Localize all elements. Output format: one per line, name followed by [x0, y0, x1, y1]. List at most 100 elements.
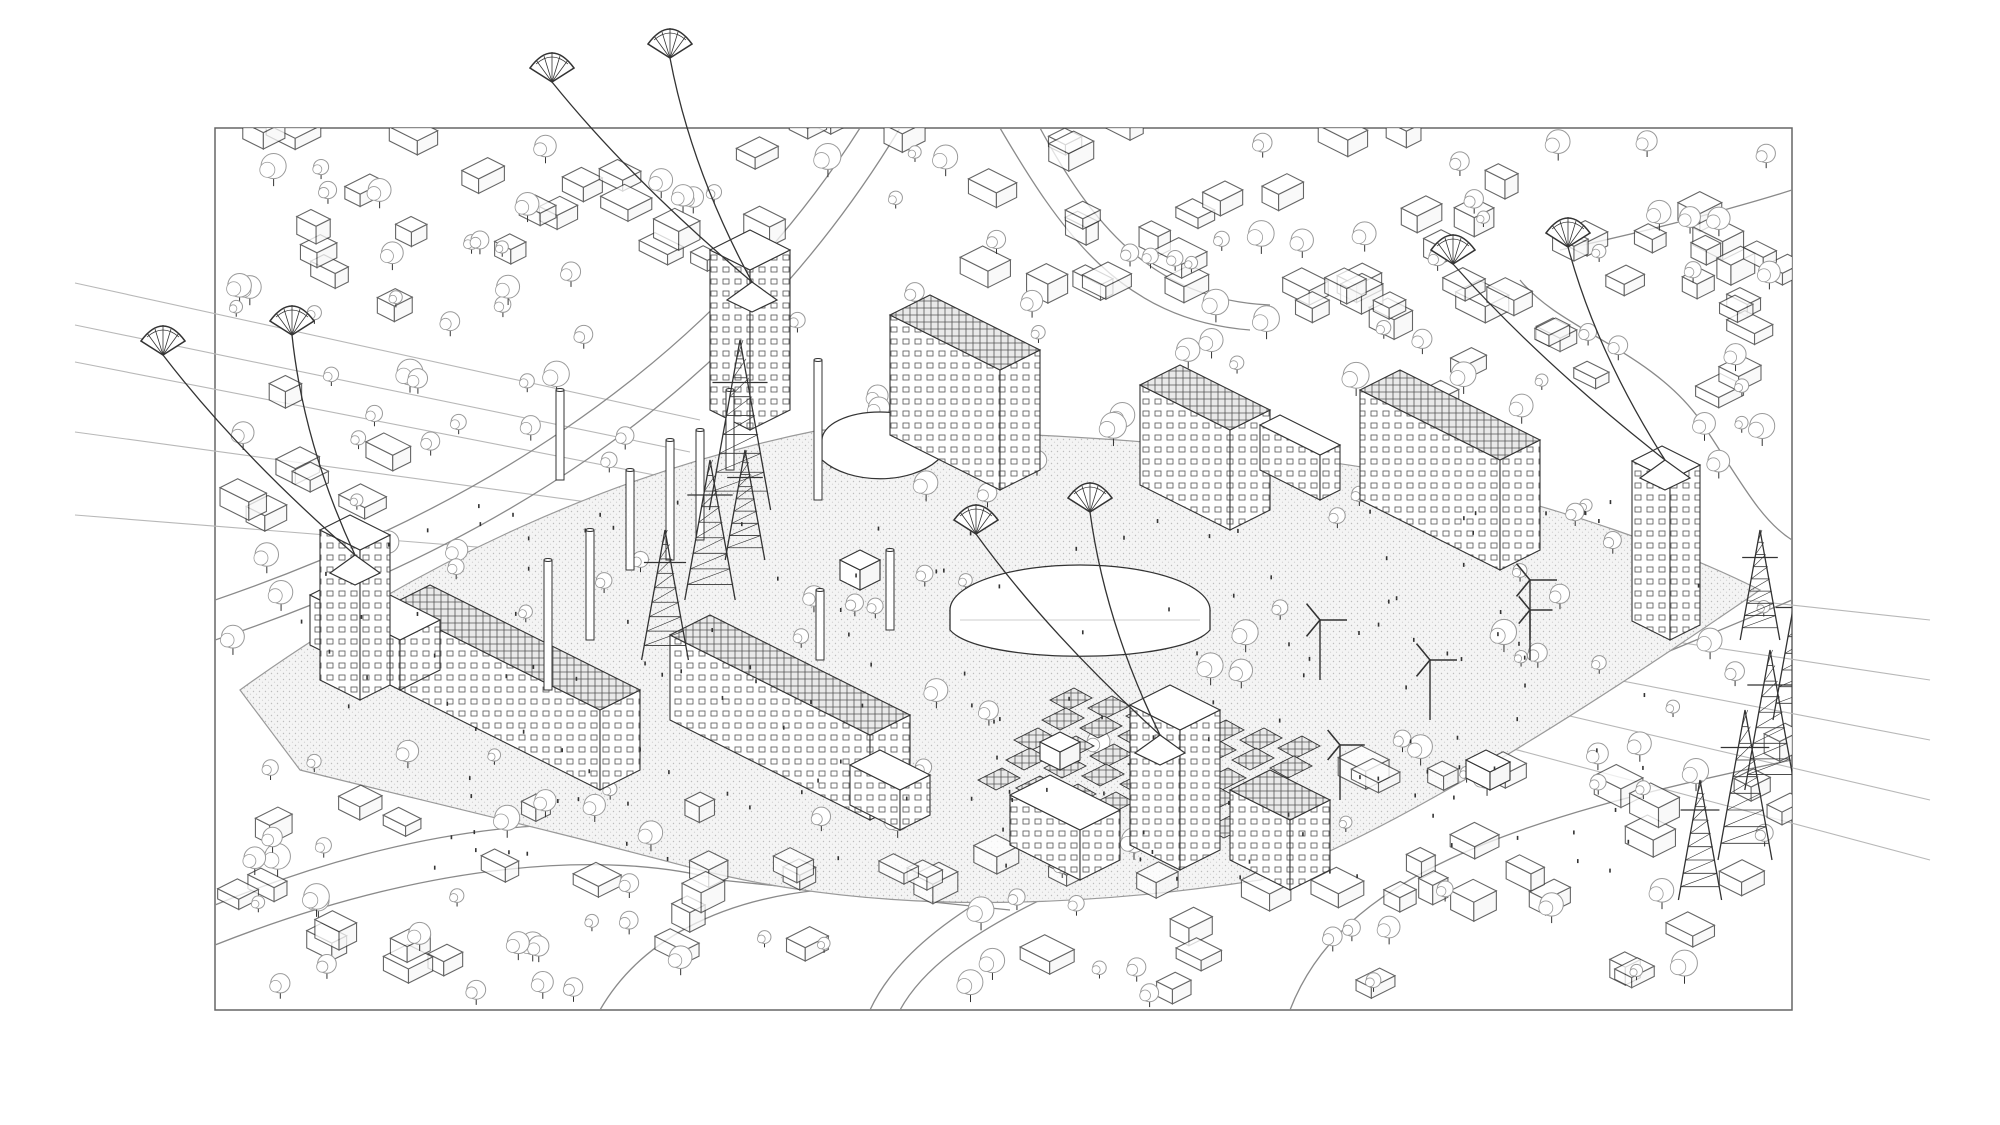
tree: [845, 593, 864, 617]
pylon-brace: [726, 396, 753, 416]
building: [1038, 731, 1082, 771]
pylon-brace: [693, 537, 726, 554]
house: [1372, 291, 1407, 321]
person: [741, 522, 743, 527]
building-roof: [1358, 369, 1542, 461]
tree-canopy: [845, 599, 857, 611]
tree-canopy: [792, 633, 803, 644]
pylon-brace: [1690, 819, 1709, 834]
building-roof: [1448, 821, 1501, 848]
tree-canopy: [1213, 236, 1223, 247]
tree: [1449, 361, 1477, 394]
person: [993, 719, 995, 724]
kite-rib: [1452, 237, 1462, 265]
building-roof: [571, 861, 623, 887]
tree: [306, 753, 322, 773]
tree-canopy: [250, 899, 260, 909]
building-right-face: [262, 128, 286, 150]
tree: [365, 404, 383, 427]
house: [877, 853, 920, 886]
kite-rib: [967, 507, 977, 535]
building-roof: [1405, 846, 1437, 863]
house: [1105, 108, 1144, 142]
building-right-face: [1781, 806, 1792, 826]
kite: [646, 28, 694, 59]
tree: [527, 935, 550, 963]
tree: [1407, 734, 1433, 766]
person: [1426, 769, 1429, 774]
tree-canopy: [866, 603, 877, 614]
person: [1460, 657, 1463, 662]
tree-canopy: [1648, 886, 1664, 902]
tree: [445, 538, 469, 567]
tree: [923, 678, 949, 709]
kite-rib: [551, 55, 561, 83]
person: [1232, 593, 1235, 598]
pylon: [724, 449, 766, 561]
tree: [1549, 583, 1571, 610]
tree: [1754, 823, 1774, 847]
oval-elevated-park: [949, 564, 1211, 657]
building-right-face: [807, 128, 828, 140]
pylon-brace: [651, 587, 677, 603]
building-roof: [1664, 911, 1716, 937]
house: [1400, 195, 1444, 234]
kite-rib: [1444, 237, 1454, 265]
tree: [1328, 507, 1346, 529]
building-roof: [274, 446, 321, 470]
house: [388, 128, 439, 156]
tree-canopy: [1196, 661, 1213, 677]
pylon-brace: [736, 339, 744, 359]
tree: [1338, 815, 1353, 832]
pylon-brace: [659, 544, 670, 560]
tree-canopy: [1586, 749, 1600, 764]
tree-canopy: [1754, 829, 1766, 841]
person: [1151, 849, 1154, 854]
transmission-pylons: [640, 339, 1792, 901]
tree: [1246, 220, 1275, 254]
person: [577, 797, 580, 802]
tree-canopy: [1724, 667, 1737, 680]
tree-canopy: [904, 288, 917, 301]
tree-canopy: [533, 142, 547, 157]
tree: [1067, 895, 1085, 916]
tree-canopy: [302, 892, 319, 909]
house: [1350, 757, 1402, 794]
person: [1524, 683, 1526, 688]
building: [838, 549, 882, 591]
tree-canopy: [1436, 886, 1447, 897]
tree: [1411, 328, 1433, 355]
tree: [1734, 415, 1749, 433]
building-roof: [382, 806, 423, 827]
tree: [582, 793, 606, 822]
pylon-brace: [1761, 680, 1778, 697]
house: [735, 136, 780, 171]
kite-tether: [975, 533, 1161, 736]
tree-canopy: [542, 369, 559, 386]
building-roof: [1426, 760, 1460, 777]
pylon-brace: [1775, 697, 1792, 704]
tree: [439, 311, 461, 337]
person: [366, 675, 368, 680]
tree: [259, 152, 287, 187]
tree-canopy: [242, 854, 257, 868]
building-roof: [1174, 198, 1216, 219]
house: [788, 128, 828, 140]
tree-canopy: [1375, 325, 1385, 335]
tree: [595, 572, 613, 594]
person: [1458, 765, 1461, 770]
person: [1237, 528, 1239, 533]
tree: [1589, 773, 1607, 795]
house: [683, 791, 716, 824]
person: [1081, 630, 1084, 635]
turbine-blade: [1327, 744, 1341, 761]
pylon-brace: [716, 453, 762, 473]
house: [299, 233, 339, 269]
tree-canopy: [978, 956, 995, 972]
tree-canopy: [1757, 268, 1771, 283]
building-roof: [1106, 108, 1143, 127]
person: [1356, 874, 1358, 879]
kite-rib: [1073, 486, 1107, 495]
house: [1323, 267, 1368, 305]
building-roof: [742, 205, 787, 228]
